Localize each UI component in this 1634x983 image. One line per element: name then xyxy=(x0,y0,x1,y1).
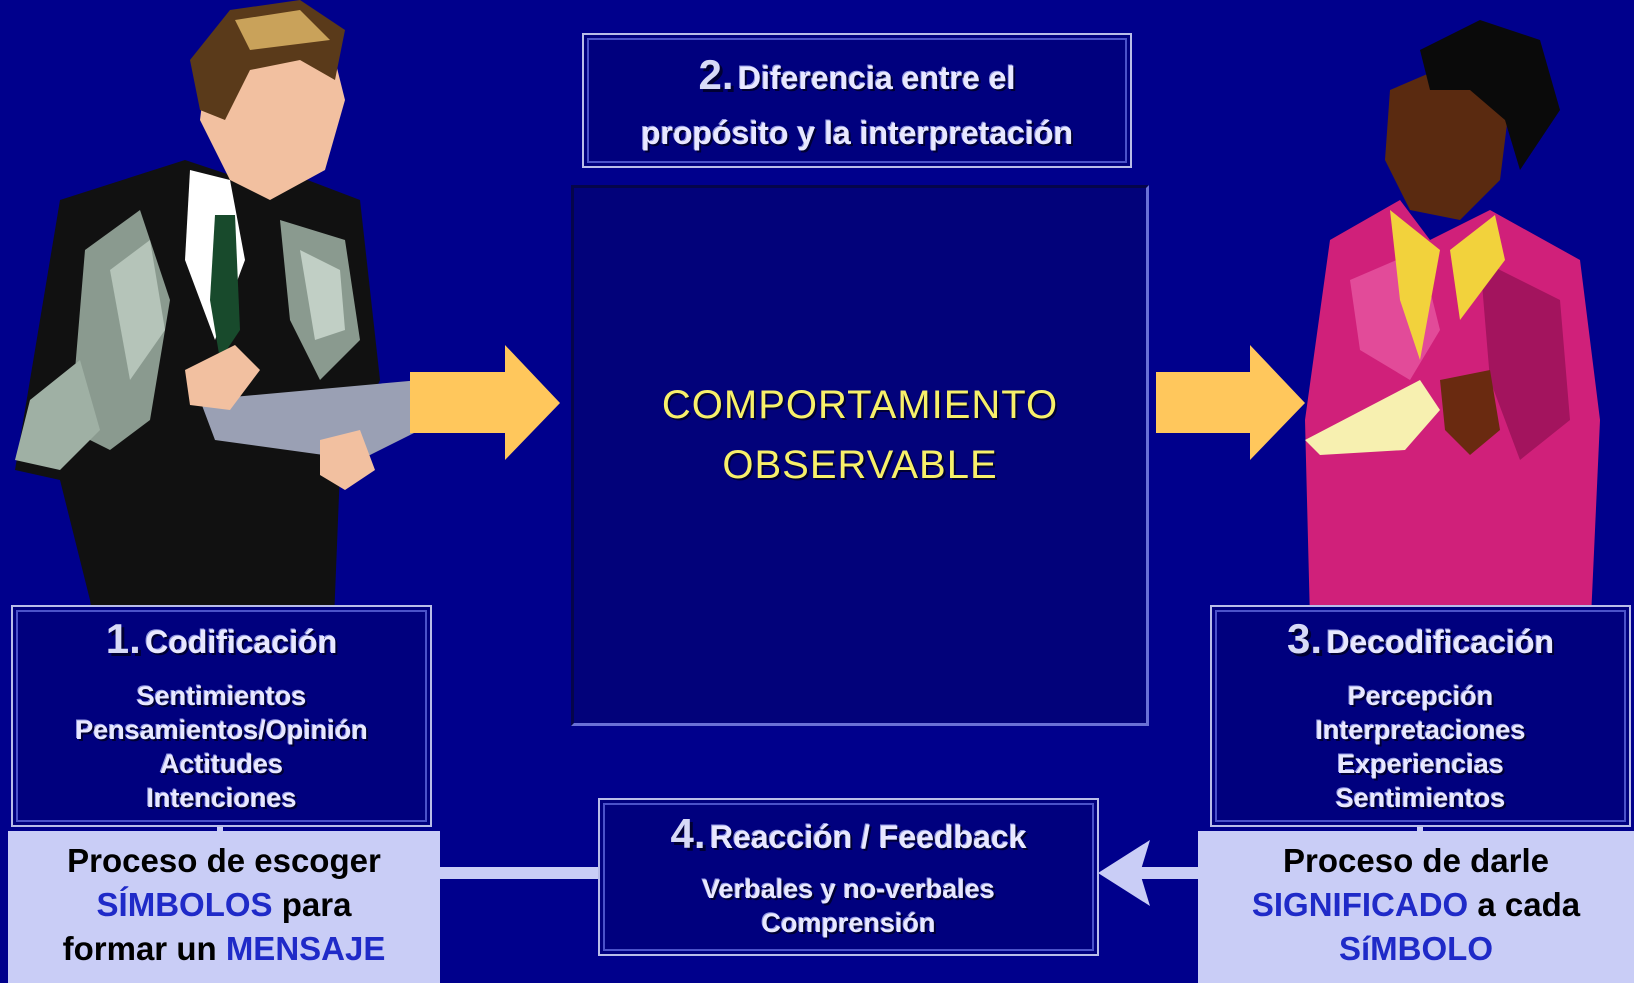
symbols-highlight: SÍMBOLOS xyxy=(96,886,273,923)
encoding-note-line2: SÍMBOLOS para xyxy=(8,883,440,927)
step2-box: 2. Diferencia entre el propósito y la in… xyxy=(582,33,1132,168)
step1-number-dot: . xyxy=(129,615,141,662)
observable-behavior-box: COMPORTAMIENTO OBSERVABLE xyxy=(571,185,1149,726)
step3-item: Percepción xyxy=(1347,681,1494,711)
step1-title: Codificación xyxy=(145,624,338,660)
encoding-note: Proceso de escoger SÍMBOLOS para formar … xyxy=(8,831,440,983)
decoding-note-line1: Proceso de darle xyxy=(1283,842,1549,879)
step1-item: Pensamientos/Opinión xyxy=(75,715,368,745)
step2-number-dot: . xyxy=(721,51,734,98)
decoding-note-line3: SíMBOLO xyxy=(1198,927,1634,971)
encoding-note-line2-rest: para xyxy=(272,886,352,923)
step4-item: Verbales y no-verbales xyxy=(702,874,995,904)
step2-number: 2 xyxy=(698,51,722,98)
encoding-note-line3: formar un MENSAJE xyxy=(8,927,440,971)
symbol-highlight: SíMBOLO xyxy=(1339,930,1493,967)
step1-item: Actitudes xyxy=(159,749,284,779)
encoding-note-line3-pre: formar un xyxy=(62,930,226,967)
step4-number: 4 xyxy=(670,810,694,857)
step2-line1: 2. Diferencia entre el xyxy=(584,51,1130,99)
step3-title: Decodificación xyxy=(1326,624,1555,660)
decoding-note: Proceso de darle SIGNIFICADO a cada SíMB… xyxy=(1198,831,1634,983)
step4-item: Comprensión xyxy=(761,908,936,938)
step2-title-line1: Diferencia entre el xyxy=(738,60,1016,96)
meaning-highlight: SIGNIFICADO xyxy=(1251,886,1469,923)
decoding-note-line2: SIGNIFICADO a cada xyxy=(1198,883,1634,927)
step3-item: Experiencias xyxy=(1337,749,1504,779)
step1-item: Sentimientos xyxy=(136,681,307,711)
woman-illustration xyxy=(1305,20,1600,720)
step3-number-dot: . xyxy=(1310,615,1322,662)
arrow-center-to-right xyxy=(1156,345,1305,460)
step4-title: Reacción / Feedback xyxy=(709,819,1027,855)
step4-heading: 4. Reacción / Feedback xyxy=(600,810,1097,858)
step3-item: Interpretaciones xyxy=(1315,715,1526,745)
step4-box: 4. Reacción / Feedback Verbales y no-ver… xyxy=(598,798,1099,956)
step1-box: 1. Codificación Sentimientos Pensamiento… xyxy=(11,605,432,827)
step3-box: 3. Decodificación Percepción Interpretac… xyxy=(1210,605,1631,827)
center-line2: OBSERVABLE xyxy=(722,443,998,487)
message-highlight: MENSAJE xyxy=(225,930,386,967)
man-illustration xyxy=(15,0,440,720)
step1-item: Intenciones xyxy=(146,783,297,813)
step3-heading: 3. Decodificación xyxy=(1212,615,1629,663)
feedback-arrowhead xyxy=(1098,840,1150,906)
arrow-left-to-center xyxy=(410,345,560,460)
step1-number: 1 xyxy=(105,615,130,662)
step4-number-dot: . xyxy=(693,810,706,857)
step2-title-line2: propósito y la interpretación xyxy=(640,115,1074,151)
step3-item: Sentimientos xyxy=(1335,783,1506,813)
encoding-note-line1: Proceso de escoger xyxy=(67,842,381,879)
center-line1: COMPORTAMIENTO xyxy=(661,383,1059,427)
decoding-note-line2-rest: a cada xyxy=(1468,886,1581,923)
step1-heading: 1. Codificación xyxy=(13,615,430,663)
step3-number: 3 xyxy=(1286,615,1311,662)
